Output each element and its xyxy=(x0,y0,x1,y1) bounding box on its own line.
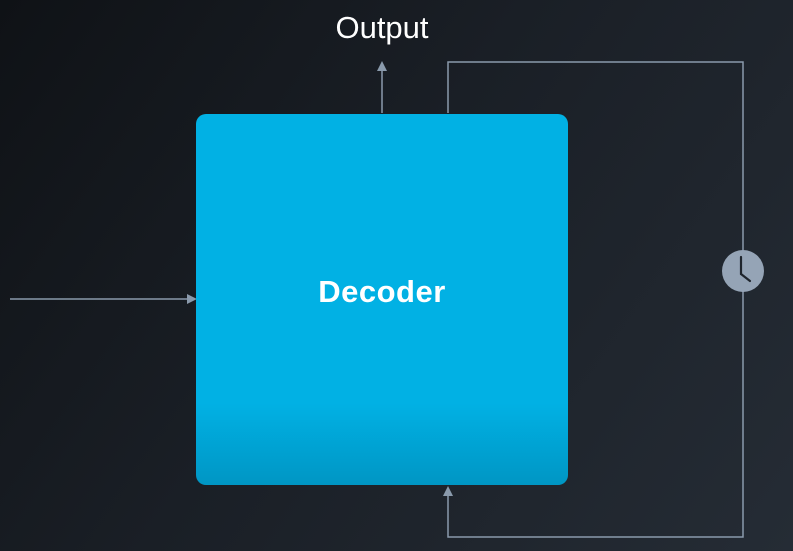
clock-icon xyxy=(722,250,764,292)
decoder-block: Decoder xyxy=(196,114,568,485)
output-label: Output xyxy=(335,10,429,45)
feedback-loop-path xyxy=(443,61,744,538)
decoder-label: Decoder xyxy=(318,273,446,309)
